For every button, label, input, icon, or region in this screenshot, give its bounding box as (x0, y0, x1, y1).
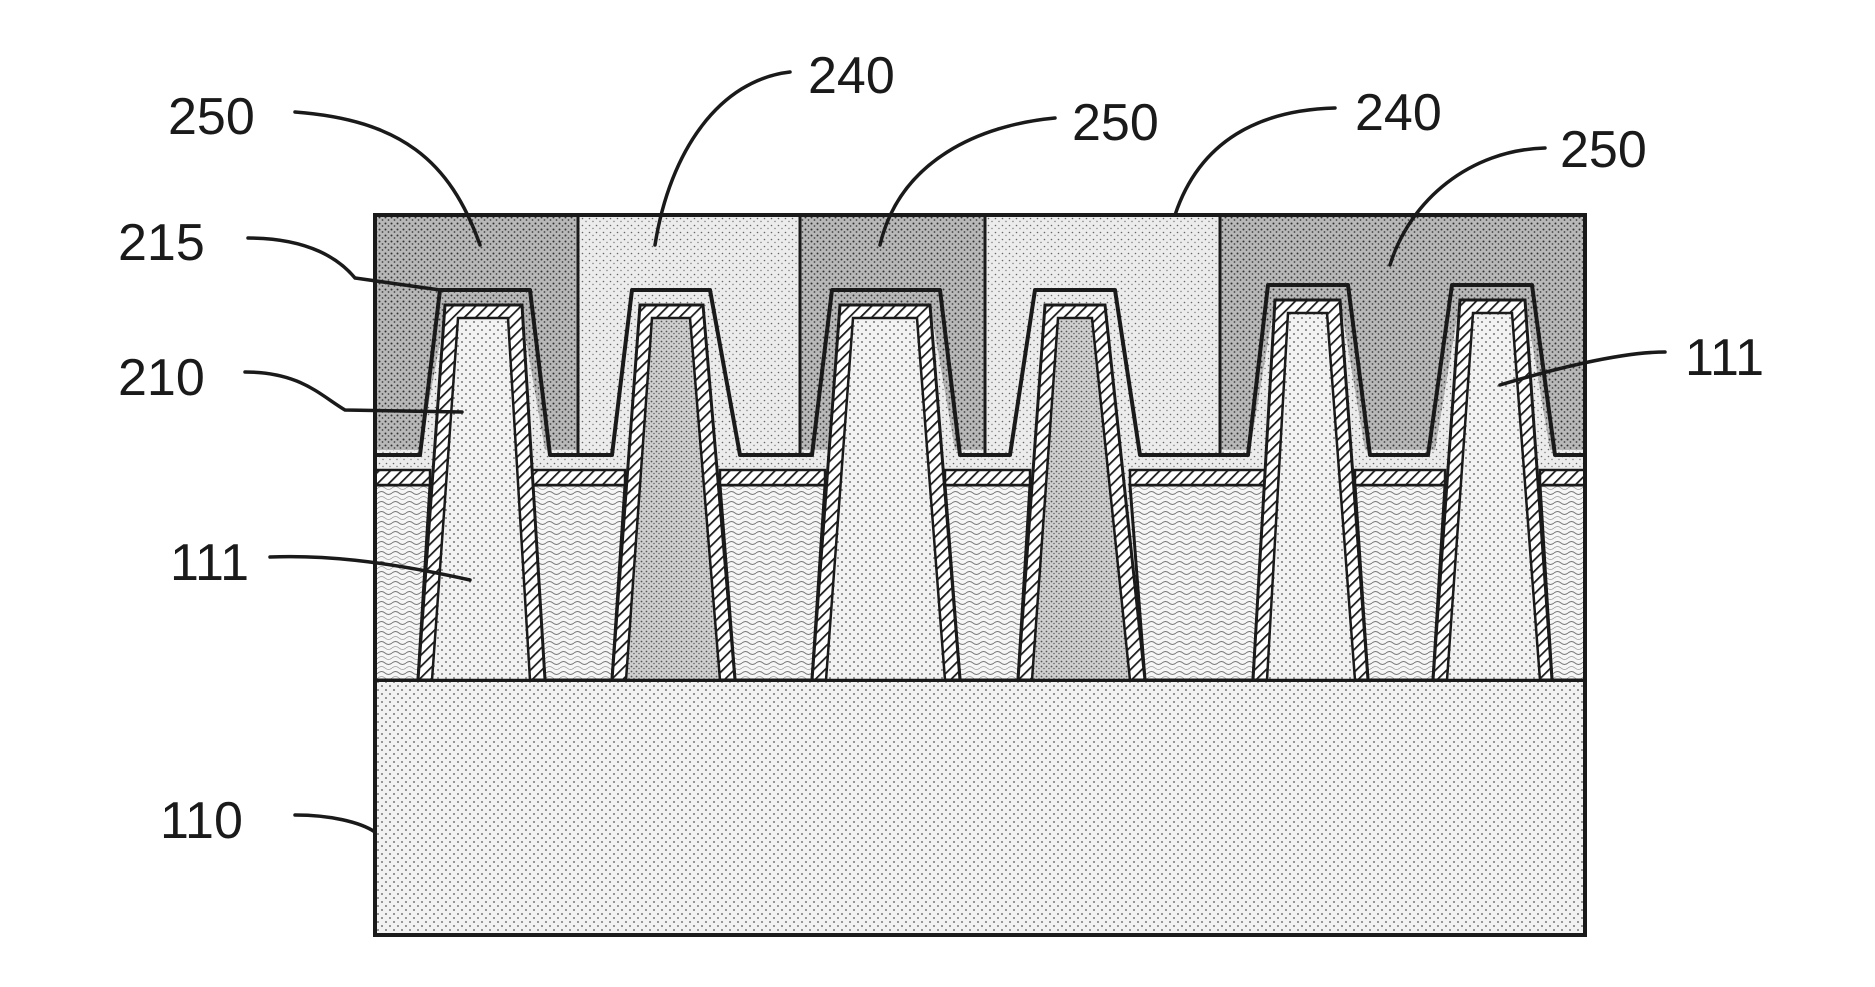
label-210: 210 (118, 349, 205, 407)
label-240-right: 240 (1355, 84, 1442, 142)
substrate (375, 680, 1585, 935)
liner-tops (375, 470, 1585, 485)
label-215: 215 (118, 214, 205, 272)
label-111-right: 111 (1685, 329, 1764, 387)
label-250-middle: 250 (1072, 94, 1159, 152)
leader-110 (295, 815, 375, 832)
leader-240-right (1175, 108, 1335, 215)
label-250-left: 250 (168, 88, 255, 146)
label-250-right: 250 (1560, 121, 1647, 179)
label-240-left: 240 (808, 47, 895, 105)
label-111-left: 111 (170, 534, 249, 592)
label-110: 110 (160, 792, 243, 850)
oxide-blocks (375, 485, 1585, 680)
